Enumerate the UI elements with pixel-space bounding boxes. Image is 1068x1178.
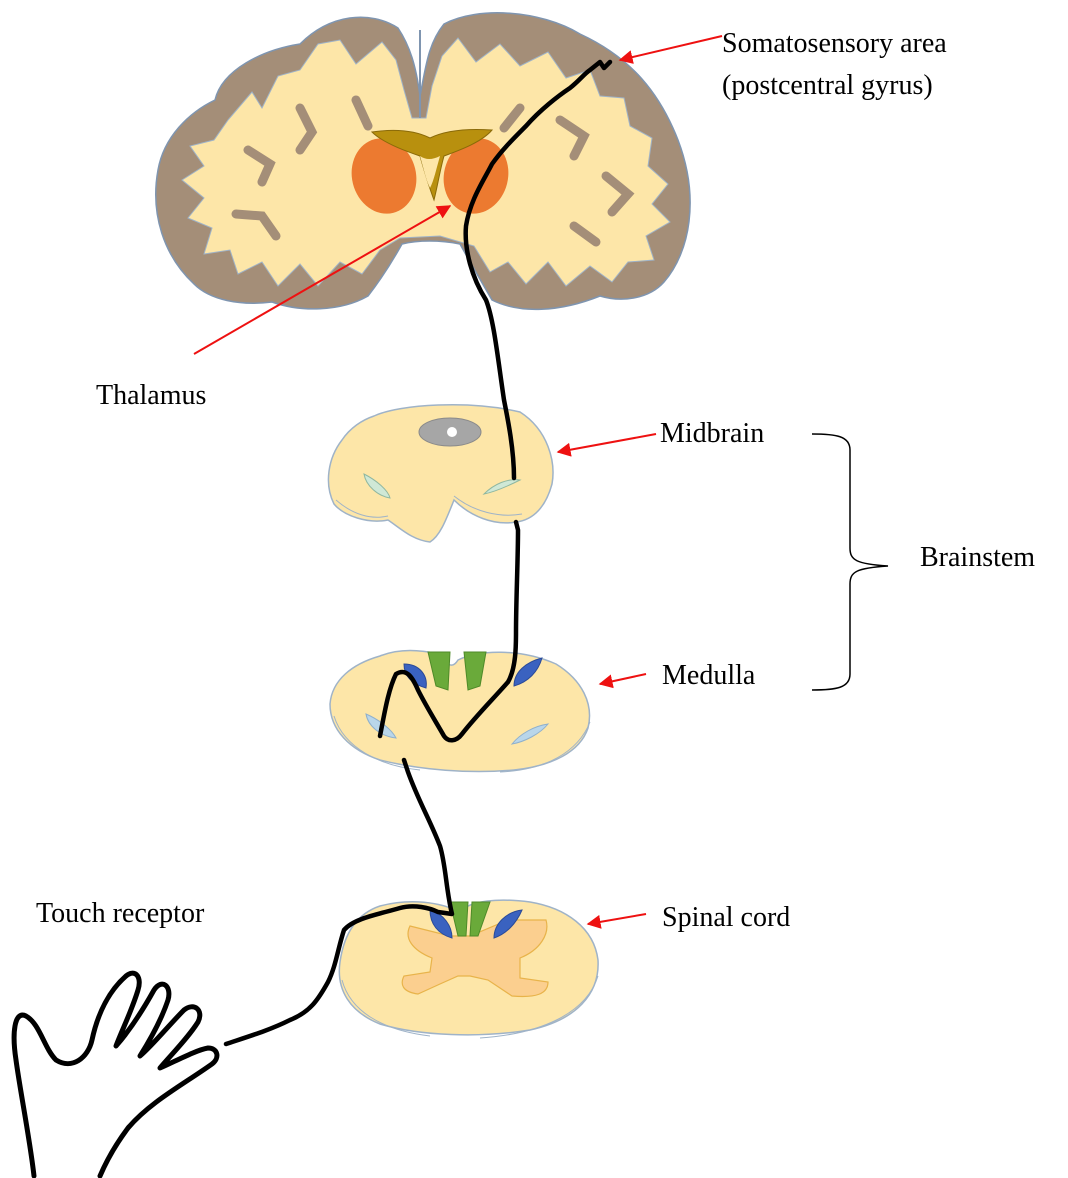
midbrain-section (328, 405, 553, 542)
brain-coronal-section (156, 13, 690, 310)
label-spinal-cord: Spinal cord (662, 900, 790, 936)
label-thalamus: Thalamus (96, 378, 206, 414)
label-midbrain: Midbrain (660, 416, 764, 452)
medulla-section (330, 651, 590, 773)
hand-outline (14, 973, 217, 1176)
spinal-cord-section (339, 900, 598, 1038)
medulla-outline (330, 651, 590, 772)
arrow-medulla (600, 674, 646, 684)
cerebral-aqueduct (447, 427, 457, 437)
label-somatosensory-area: Somatosensory area (722, 26, 947, 62)
label-brainstem: Brainstem (920, 540, 1035, 576)
brainstem-brace (812, 434, 888, 690)
arrow-midbrain (558, 434, 656, 452)
label-touch-receptor: Touch receptor (36, 896, 204, 932)
arrow-spinal-cord (588, 914, 646, 924)
label-postcentral-gyrus: (postcentral gyrus) (722, 68, 933, 104)
arrow-somatosensory (620, 36, 722, 60)
label-medulla: Medulla (662, 658, 755, 694)
